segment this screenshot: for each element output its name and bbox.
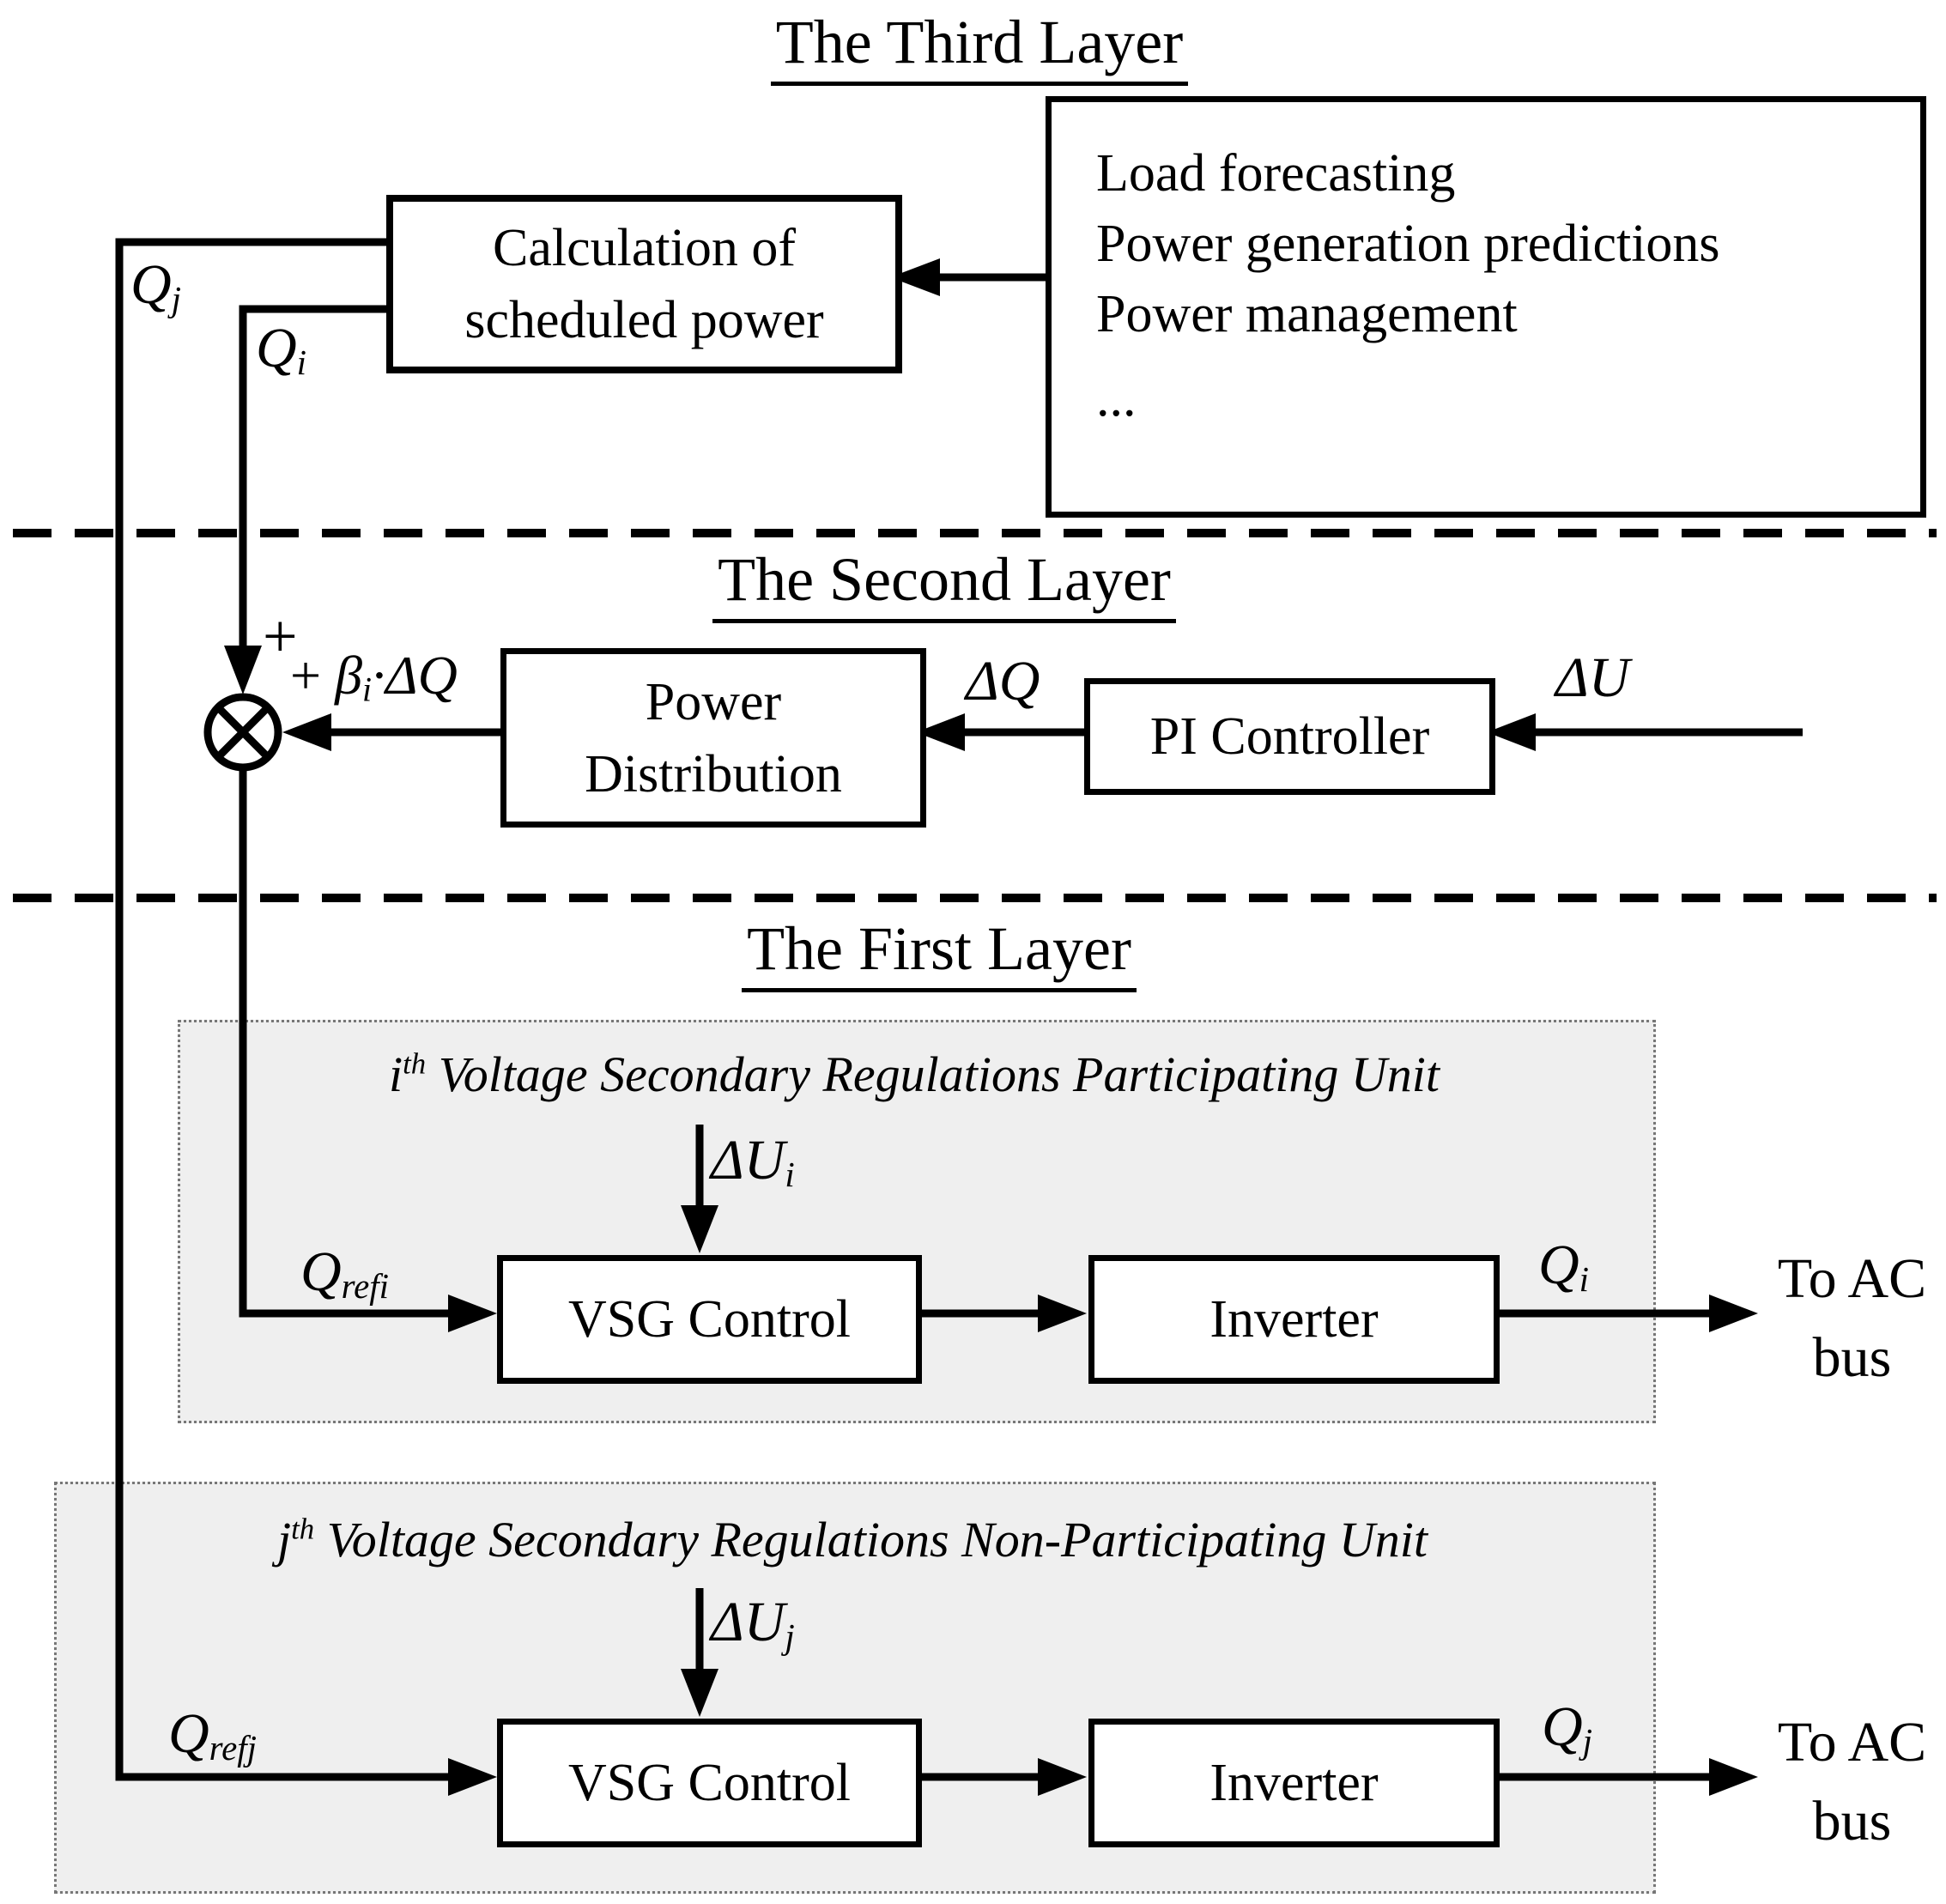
- info-box: Load forecasting Power generation predic…: [1046, 96, 1926, 518]
- calc-scheduled-power-box: Calculation of scheduled power: [386, 195, 902, 373]
- inverter-label: Inverter: [1209, 1290, 1379, 1349]
- calc-box-label: Calculation of: [493, 219, 796, 277]
- bus-line: bus: [1812, 1326, 1892, 1389]
- pi-controller-box: PI Controller: [1084, 678, 1495, 795]
- info-line: Power generation predictions: [1096, 215, 1720, 273]
- inverter-label: Inverter: [1209, 1754, 1379, 1812]
- beta-dq-label: + βi·ΔQ: [290, 645, 458, 709]
- qrefj-label: Qrefj: [168, 1702, 257, 1768]
- power-distribution-label: Distribution: [585, 744, 842, 803]
- qrefi-label: Qrefi: [300, 1240, 389, 1306]
- inverter-i-box: Inverter: [1088, 1255, 1500, 1384]
- to-ac-line: To AC: [1777, 1247, 1927, 1310]
- plus-sign-vertical: +: [263, 602, 298, 670]
- info-line: ...: [1096, 369, 1137, 427]
- summing-junction-icon: [203, 693, 282, 772]
- qj-label: Qj: [130, 253, 182, 318]
- power-distribution-box: Power Distribution: [500, 648, 926, 828]
- inverter-j-box: Inverter: [1088, 1719, 1500, 1847]
- duj-label: ΔUj: [711, 1591, 795, 1656]
- first-layer-title: The First Layer: [682, 913, 1197, 992]
- dq-label: ΔQ: [966, 650, 1040, 712]
- to-ac-line: To AC: [1777, 1711, 1927, 1774]
- unit-i-title: ith Voltage Secondary Regulations Partic…: [389, 1046, 1440, 1102]
- vsg-control-i-box: VSG Control: [497, 1255, 922, 1384]
- info-line: Power management: [1096, 285, 1518, 343]
- arrowheads: [224, 258, 1758, 1796]
- dui-label: ΔUi: [711, 1129, 795, 1194]
- unit-j-title: jth Voltage Secondary Regulations Non-Pa…: [277, 1512, 1428, 1567]
- vsg-control-label: VSG Control: [568, 1754, 851, 1812]
- calc-box-label: scheduled power: [464, 291, 824, 349]
- info-line: Load forecasting: [1096, 144, 1456, 203]
- third-layer-title: The Third Layer: [722, 7, 1237, 86]
- to-ac-bus-label-i: To AC bus: [1760, 1240, 1944, 1398]
- pi-controller-label: PI Controller: [1149, 707, 1430, 766]
- wire-qj-path: [115, 238, 450, 1781]
- to-ac-bus-label-j: To AC bus: [1760, 1703, 1944, 1861]
- second-layer-title: The Second Layer: [687, 544, 1202, 623]
- wire-qrefi: [239, 771, 450, 1318]
- vsg-control-label: VSG Control: [568, 1290, 851, 1349]
- du-label: ΔU: [1555, 646, 1630, 709]
- power-distribution-label: Power: [645, 672, 782, 731]
- bus-line: bus: [1812, 1790, 1892, 1852]
- wire-qi-upper: [239, 305, 386, 649]
- qi-label: Qi: [256, 317, 307, 382]
- qi-output-label: Qi: [1538, 1234, 1590, 1299]
- qj-output-label: Qj: [1542, 1695, 1593, 1761]
- vsg-control-j-box: VSG Control: [497, 1719, 922, 1847]
